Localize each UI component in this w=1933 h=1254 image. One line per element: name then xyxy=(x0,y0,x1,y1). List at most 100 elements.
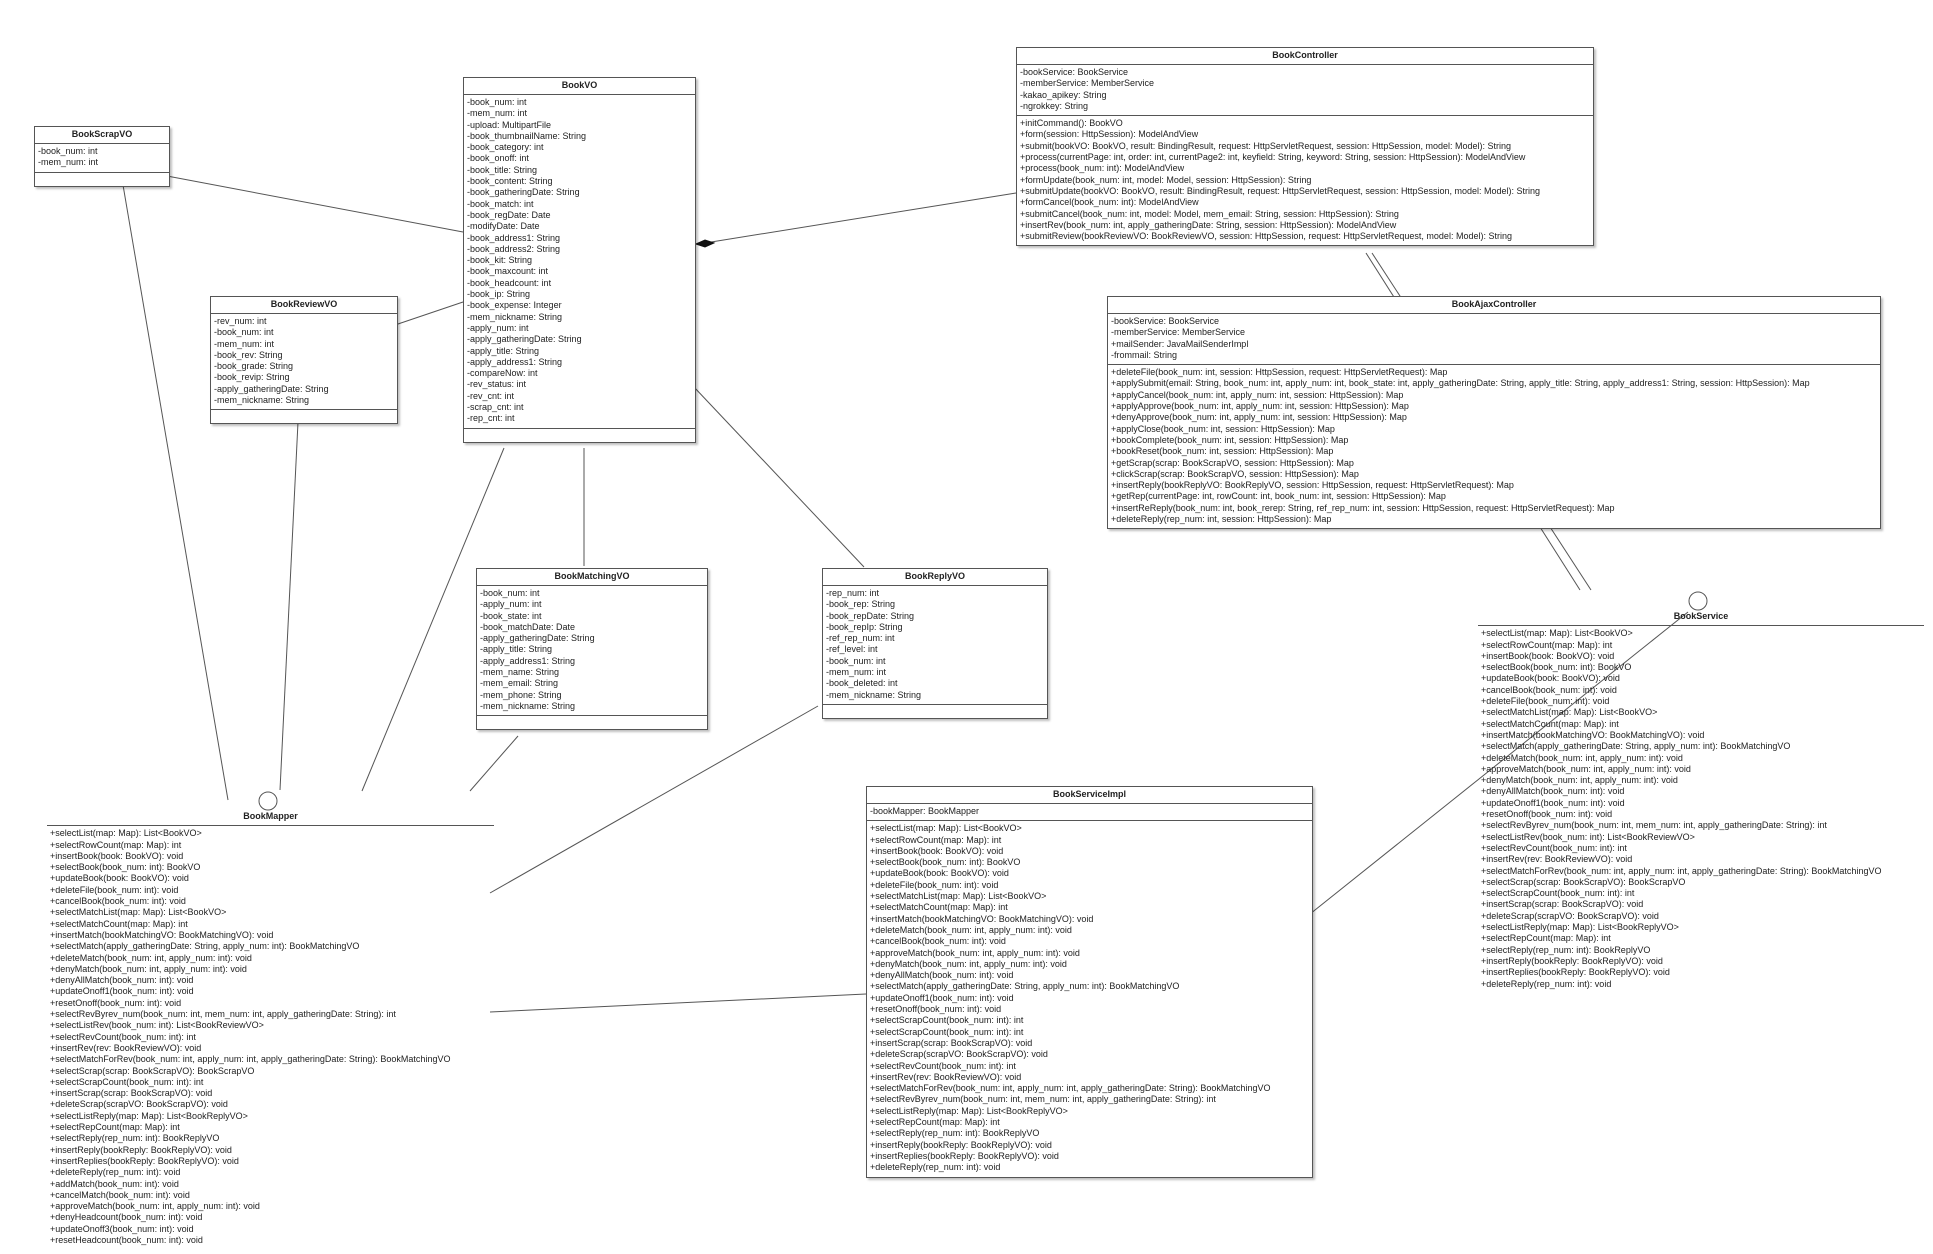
member-line: +selectRevCount(book_num: int): int xyxy=(870,1060,1016,1071)
member-line: +cancelBook(book_num: int): void xyxy=(50,896,186,907)
member-line: +insertReply(bookReply: BookReplyVO): vo… xyxy=(1481,955,1663,966)
member-line: +deleteReply(rep_num: int): void xyxy=(1481,978,1612,989)
class-attributes: -book_num: int-apply_num: int-book_state… xyxy=(477,586,707,717)
member-line: +selectMatchCount(map: Map): int xyxy=(870,902,1008,913)
member-line: -book_address2: String xyxy=(467,243,561,254)
member-line: -book_regDate: Date xyxy=(467,209,551,220)
member-line: +selectMatchList(map: Map): List<BookVO> xyxy=(1481,707,1658,718)
member-line: -mem_nickname: String xyxy=(826,689,922,700)
member-line: +selectMatchList(map: Map): List<BookVO> xyxy=(870,891,1047,902)
member-line: +deleteFile(book_num: int): void xyxy=(50,884,179,895)
member-line: -apply_address1: String xyxy=(467,356,563,367)
member-line: +insertRev(rev: BookReviewVO): void xyxy=(50,1042,202,1053)
member-line: +insertScrap(scrap: BookScrapVO): void xyxy=(50,1088,213,1099)
connector-bookvo-reply xyxy=(692,385,865,568)
member-line: -bookService: BookService xyxy=(1111,316,1220,326)
member-line: +clickScrap(scrap: BookScrapVO, session:… xyxy=(1111,468,1359,479)
bookservice-interface-lollipop-icon xyxy=(1688,591,1708,611)
class-title: BookAjaxController xyxy=(1108,297,1880,314)
member-line: +deleteScrap(scrapVO: BookScrapVO): void xyxy=(50,1099,228,1110)
member-line: +selectBook(book_num: int): BookVO xyxy=(50,862,201,873)
member-line: -rev_num: int xyxy=(214,316,267,326)
member-line: +deleteReply(rep_num: int): void xyxy=(870,1162,1001,1173)
member-line: -mem_phone: String xyxy=(480,689,562,700)
member-line: +selectRepCount(map: Map): int xyxy=(870,1117,1000,1128)
connector-bookvo-mapper xyxy=(361,447,505,792)
connector-serviceimpl-mapper xyxy=(489,993,867,1013)
member-line: -book_grade: String xyxy=(214,361,294,372)
class-title: BookServiceImpl xyxy=(867,787,1312,804)
class-bookmatchingvo: BookMatchingVO -book_num: int-apply_num:… xyxy=(476,568,708,731)
member-line: -mem_nickname: String xyxy=(467,311,563,322)
member-line: -ngrokkey: String xyxy=(1020,100,1089,111)
member-line: +insertBook(book: BookVO): void xyxy=(870,845,1004,856)
member-line: +insertReply(bookReply: BookReplyVO): vo… xyxy=(870,1139,1052,1150)
member-line: +initCommand(): BookVO xyxy=(1020,118,1123,129)
member-line: +denyAllMatch(book_num: int): void xyxy=(870,970,1014,981)
member-line: +selectRepCount(map: Map): int xyxy=(1481,933,1611,944)
member-line: -book_state: int xyxy=(480,610,542,621)
member-line: -mem_num: int xyxy=(214,338,275,349)
member-line: -apply_num: int xyxy=(480,599,542,610)
member-line: -apply_gatheringDate: String xyxy=(214,383,329,394)
member-line: -book_rep: String xyxy=(826,599,896,610)
member-line: +selectRevByrev_num(book_num: int, mem_n… xyxy=(870,1094,1216,1105)
member-line: +getRep(currentPage: int, rowCount: int,… xyxy=(1111,491,1446,502)
member-line: +deleteFile(book_num: int): void xyxy=(1481,696,1610,707)
member-line: -modifyDate: Date xyxy=(467,221,540,232)
member-line: -book_expense: Integer xyxy=(467,300,562,311)
member-line: +insertReplies(bookReply: BookReplyVO): … xyxy=(1481,967,1670,978)
class-attributes: -bookService: BookService-memberService:… xyxy=(1017,65,1593,117)
member-line: +selectMatchList(map: Map): List<BookVO> xyxy=(50,907,227,918)
member-line: +denyHeadcount(book_num: int): void xyxy=(50,1212,203,1223)
member-line: +cancelBook(book_num: int): void xyxy=(1481,684,1617,695)
member-line: +addMatch(book_num: int): void xyxy=(50,1178,179,1189)
member-line: +selectListReply(map: Map): List<BookRep… xyxy=(870,1105,1068,1116)
class-bookserviceimpl: BookServiceImpl -bookMapper: BookMapper … xyxy=(866,786,1313,1178)
class-bookscrapvo: BookScrapVO -book_num: int-mem_num: int xyxy=(34,126,170,187)
member-line: +insertBook(book: BookVO): void xyxy=(50,850,184,861)
connector-serviceimpl-service xyxy=(1309,611,1689,915)
member-line: -book_rev: String xyxy=(214,349,283,360)
member-line: -book_content: String xyxy=(467,176,553,187)
member-line: +insertReReply(book_num: int, book_rerep… xyxy=(1111,502,1615,513)
member-line: +selectRowCount(map: Map): int xyxy=(870,834,1002,845)
member-line: -rev_status: int xyxy=(467,379,527,390)
member-line: +insertMatch(bookMatchingVO: BookMatchin… xyxy=(870,913,1094,924)
member-line: -rev_cnt: int xyxy=(467,390,515,401)
member-line: -book_num: int xyxy=(38,146,98,156)
member-line: -mem_nickname: String xyxy=(480,700,576,711)
member-line: -apply_title: String xyxy=(467,345,540,356)
member-line: -book_gatheringDate: String xyxy=(467,187,580,198)
member-line: -memberService: MemberService xyxy=(1020,78,1155,89)
member-line: -rep_cnt: int xyxy=(467,413,515,424)
member-line: +cancelMatch(book_num: int): void xyxy=(50,1189,190,1200)
member-line: +updateBook(book: BookVO): void xyxy=(870,868,1009,879)
member-line: -compareNow: int xyxy=(467,368,538,379)
member-line: +insertReplies(bookReply: BookReplyVO): … xyxy=(50,1155,239,1166)
member-line: +submitReview(bookReviewVO: BookReviewVO… xyxy=(1020,231,1512,242)
member-line: +bookReset(book_num: int, session: HttpS… xyxy=(1111,446,1334,457)
class-title: BookController xyxy=(1017,48,1593,65)
class-attributes: -bookService: BookService-memberService:… xyxy=(1108,314,1880,366)
member-line: +deleteMatch(book_num: int, apply_num: i… xyxy=(870,924,1072,935)
member-line: +denyAllMatch(book_num: int): void xyxy=(1481,786,1625,797)
class-title: BookMatchingVO xyxy=(477,569,707,586)
member-line: +cancelBook(book_num: int): void xyxy=(870,936,1006,947)
member-line: -book_repIp: String xyxy=(826,621,903,632)
class-title: BookReplyVO xyxy=(823,569,1047,586)
member-line: -book_address1: String xyxy=(467,232,561,243)
member-line: +submitCancel(book_num: int, model: Mode… xyxy=(1020,208,1399,219)
member-line: +insertMatch(bookMatchingVO: BookMatchin… xyxy=(1481,729,1705,740)
member-line: +denyApprove(book_num: int, apply_num: i… xyxy=(1111,412,1407,423)
class-title: BookVO xyxy=(464,78,695,95)
class-operations: +selectList(map: Map): List<BookVO>+sele… xyxy=(867,821,1312,1176)
member-line: +formCancel(book_num: int): ModelAndView xyxy=(1020,197,1199,208)
member-line: +selectReply(rep_num: int): BookReplyVO xyxy=(1481,944,1651,955)
connector-review-mapper xyxy=(279,421,299,791)
member-line: +selectList(map: Map): List<BookVO> xyxy=(50,828,202,839)
member-line: +process(currentPage: int, order: int, c… xyxy=(1020,152,1526,163)
member-line: +deleteScrap(scrapVO: BookScrapVO): void xyxy=(1481,910,1659,921)
class-operations xyxy=(464,429,695,442)
member-line: +deleteFile(book_num: int): void xyxy=(870,879,999,890)
